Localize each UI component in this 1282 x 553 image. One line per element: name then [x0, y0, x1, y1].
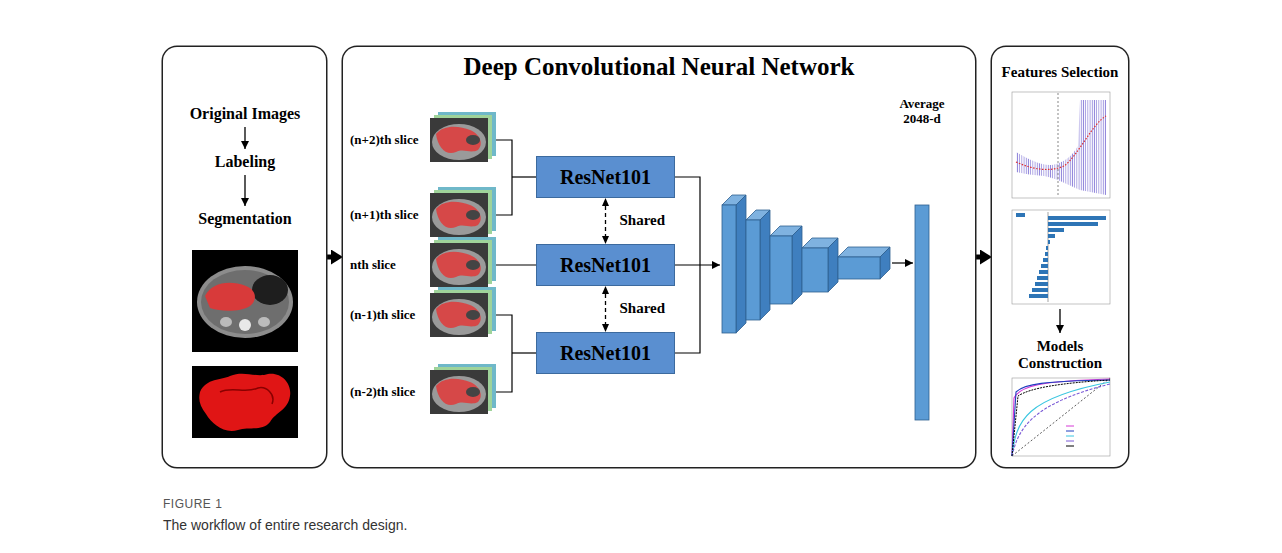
panel-text: Original Images — [167, 104, 323, 124]
3d-segmentation — [192, 366, 298, 438]
figure-caption: The workflow of entire research design. — [163, 517, 407, 534]
coefficient-chart — [1012, 210, 1110, 304]
shared-weights-arrow — [605, 294, 606, 324]
flow-arrow — [975, 255, 980, 260]
vector-label: Average 2048-d — [891, 96, 953, 126]
panel-text: Features Selection — [993, 64, 1127, 81]
ct-slice — [430, 287, 496, 337]
panel-text: Labeling — [167, 152, 323, 172]
slice-wires — [496, 140, 913, 392]
network-box: ResNet101 — [536, 332, 675, 374]
panel-text: Deep Convolutional Neural Network — [354, 52, 964, 82]
cnn-blocks — [722, 195, 890, 333]
network-box: ResNet101 — [536, 244, 675, 286]
ct-slice — [430, 364, 496, 414]
ct-image — [192, 250, 298, 352]
shared-weights-arrow — [605, 206, 606, 236]
slice-label: nth slice — [350, 257, 396, 273]
flow-arrow — [326, 255, 331, 260]
step-arrow — [1059, 309, 1060, 333]
workflow-panel: Deep Convolutional Neural NetworkResNet1… — [343, 47, 975, 467]
slice-label: (n-1)th slice — [350, 307, 415, 323]
slice-label: (n-2)th slice — [350, 384, 415, 400]
feature-vector-bar — [915, 205, 929, 420]
ct-slice — [430, 237, 496, 287]
panel-text: Segmentation — [167, 209, 323, 229]
ct-slice — [430, 112, 496, 162]
workflow-panel: Features SelectionModels Construction — [992, 47, 1128, 467]
box-label: ResNet101 — [560, 253, 651, 277]
workflow-panel: Original ImagesLabelingSegmentation — [163, 47, 326, 467]
slice-label: (n+2)th slice — [350, 132, 418, 148]
network-box: ResNet101 — [536, 156, 675, 198]
edge-label: Shared — [618, 211, 668, 229]
step-arrow — [244, 175, 245, 206]
roc-chart — [1012, 378, 1110, 456]
panel-text: Models Construction — [1000, 338, 1120, 372]
slice-label: (n+1)th slice — [350, 207, 418, 223]
box-label: ResNet101 — [560, 341, 651, 365]
step-arrow — [244, 127, 245, 149]
ct-slice — [430, 187, 496, 237]
figure-number: FIGURE 1 — [163, 497, 222, 512]
lasso-cv-chart — [1012, 92, 1110, 198]
edge-label: Shared — [618, 299, 668, 317]
box-label: ResNet101 — [560, 165, 651, 189]
